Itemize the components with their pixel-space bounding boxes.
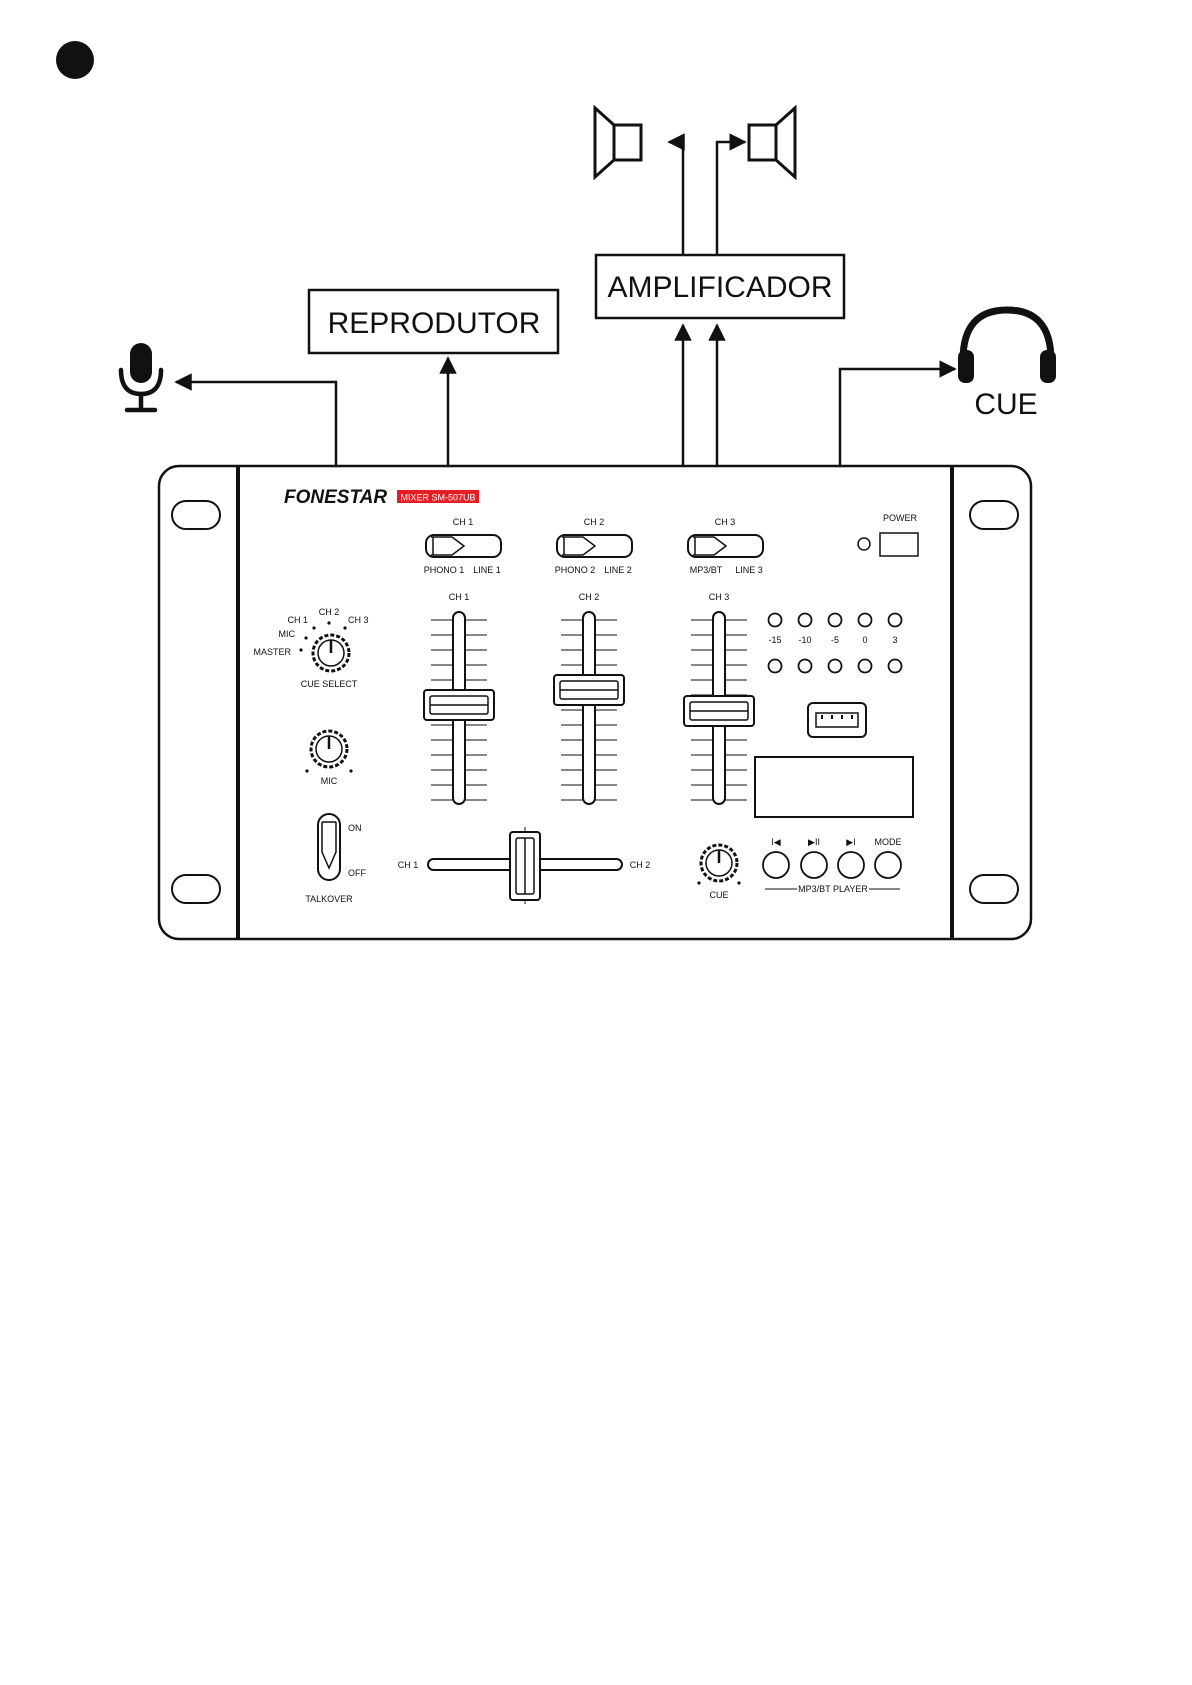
next-icon: ▶I xyxy=(846,837,855,847)
cue-output-label: CUE xyxy=(974,388,1037,421)
mode-label: MODE xyxy=(875,837,902,847)
vu-led-icon xyxy=(889,660,902,673)
input-switch-title: CH 3 xyxy=(715,517,736,527)
mode-button[interactable] xyxy=(875,852,901,878)
vu-label: -15 xyxy=(768,635,781,645)
talkover-on-label: ON xyxy=(348,823,362,833)
talkover-off-label: OFF xyxy=(348,868,366,878)
mic-volume-knob[interactable] xyxy=(311,731,347,767)
power-led-icon xyxy=(858,538,870,550)
brand-logo: FONESTAR xyxy=(284,487,387,508)
vu-led-icon xyxy=(859,614,872,627)
speaker-wire-right xyxy=(717,142,745,255)
vu-led-icon xyxy=(829,660,842,673)
prev-icon: I◀ xyxy=(771,837,781,847)
next-button[interactable] xyxy=(838,852,864,878)
player-title: MP3/BT PLAYER xyxy=(798,884,868,894)
player-display xyxy=(755,757,913,817)
vu-led-icon xyxy=(769,660,782,673)
input-switch-right: LINE 3 xyxy=(735,565,763,575)
power-button[interactable] xyxy=(880,533,918,556)
cue-select-knob[interactable] xyxy=(313,635,349,671)
input-switch-right: LINE 2 xyxy=(604,565,632,575)
speaker-left-icon xyxy=(595,108,641,177)
input-switch-title: CH 1 xyxy=(453,517,474,527)
vu-label: -5 xyxy=(831,635,839,645)
fader-title: CH 3 xyxy=(709,592,730,602)
headphones-icon xyxy=(958,310,1056,383)
cue-select-master-label: MASTER xyxy=(253,647,291,657)
power-label: POWER xyxy=(883,513,918,523)
vu-led-icon xyxy=(859,660,872,673)
amplifier-label: AMPLIFICADOR xyxy=(607,271,832,304)
mic-wire xyxy=(176,382,336,465)
play-pause-button[interactable] xyxy=(801,852,827,878)
fader-title: CH 1 xyxy=(449,592,470,602)
vu-led-icon xyxy=(799,614,812,627)
cue-wire xyxy=(840,369,955,465)
input-switch-left: PHONO 2 xyxy=(555,565,596,575)
cue-knob-label: CUE xyxy=(709,890,728,900)
player-label: REPRODUTOR xyxy=(328,307,541,340)
vu-label: 0 xyxy=(862,635,867,645)
speaker-wire-left xyxy=(669,142,683,255)
vu-label: -10 xyxy=(798,635,811,645)
fader-title: CH 2 xyxy=(579,592,600,602)
play-pause-icon: ▶II xyxy=(808,837,820,847)
vu-led-icon xyxy=(799,660,812,673)
mic-knob-label: MIC xyxy=(321,776,338,786)
vu-label: 3 xyxy=(892,635,897,645)
vu-led-icon xyxy=(769,614,782,627)
input-switch-title: CH 2 xyxy=(584,517,605,527)
crossfader-right-label: CH 2 xyxy=(630,860,651,870)
talkover-switch[interactable] xyxy=(318,814,340,880)
cue-select-title: CUE SELECT xyxy=(301,679,358,689)
usb-port-icon xyxy=(808,703,866,737)
cue-select-ch3-label: CH 3 xyxy=(348,615,369,625)
cue-select-mic-label: MIC xyxy=(279,629,296,639)
fader-track xyxy=(583,612,595,804)
talkover-title: TALKOVER xyxy=(305,894,353,904)
speaker-right-icon xyxy=(749,108,795,177)
crossfader-left-label: CH 1 xyxy=(398,860,419,870)
vu-led-icon xyxy=(889,614,902,627)
model-label: MIXER SM-507UB xyxy=(400,493,475,503)
vu-led-icon xyxy=(829,614,842,627)
cue-select-ch1-label: CH 1 xyxy=(287,615,308,625)
cue-volume-knob[interactable] xyxy=(701,845,737,881)
input-switch-right: LINE 1 xyxy=(473,565,501,575)
microphone-icon xyxy=(121,343,161,410)
input-switch-left: PHONO 1 xyxy=(424,565,465,575)
cue-select-ch2-label: CH 2 xyxy=(319,607,340,617)
prev-button[interactable] xyxy=(763,852,789,878)
input-switch-left: MP3/BT xyxy=(690,565,723,575)
step-marker xyxy=(56,41,94,79)
